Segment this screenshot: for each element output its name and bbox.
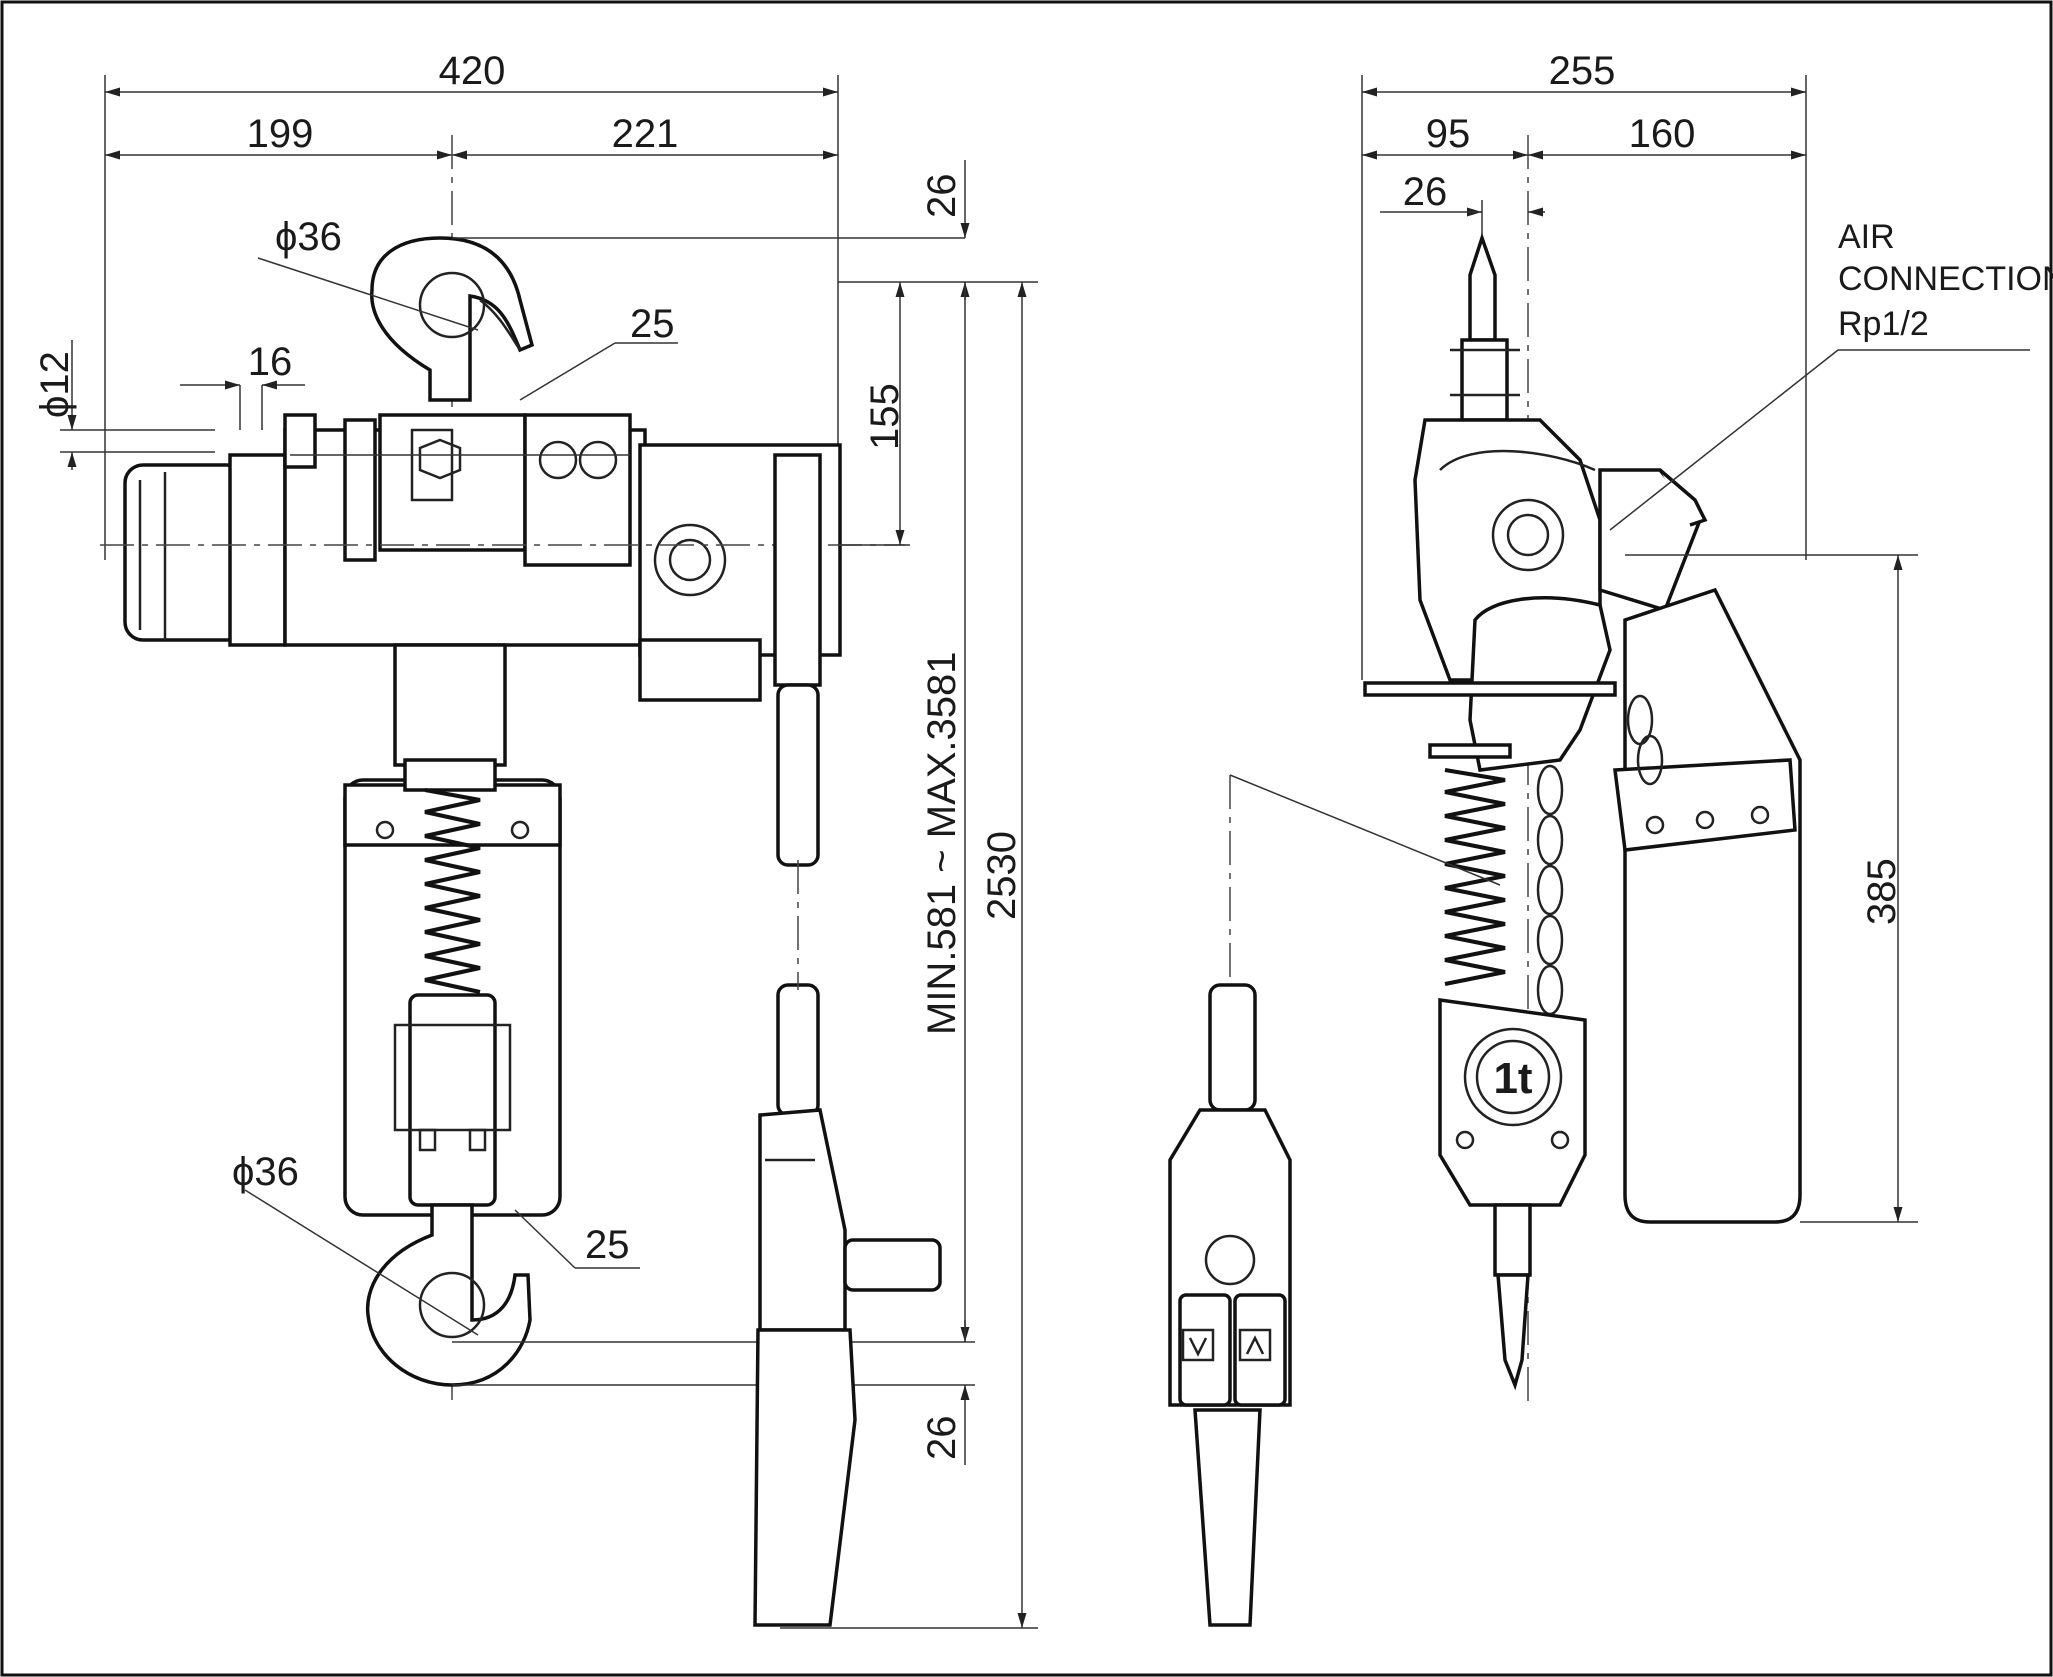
dim-side-left-width: 95 — [1426, 112, 1471, 156]
dim-chain-bucket-height: 385 — [1860, 858, 1904, 925]
spring — [424, 788, 481, 994]
motor-housing — [123, 413, 842, 702]
side-top-hook — [1450, 232, 1520, 422]
side-spring — [1444, 768, 1506, 986]
dim-bottom-drop: 26 — [920, 1416, 964, 1461]
side-bottom-block: 1t — [1438, 997, 1587, 1207]
dim-flange-width: 16 — [248, 340, 293, 384]
dim-top-hook-opening: 25 — [630, 302, 675, 346]
pendant-side — [1168, 983, 1292, 1627]
svg-text:Rp1/2: Rp1/2 — [1838, 305, 1929, 343]
capacity-badge: 1t — [1493, 1054, 1532, 1103]
dim-motor-height: 155 — [863, 383, 907, 450]
side-main-body — [1363, 418, 1617, 772]
dim-bottom-hook-opening: 25 — [585, 1223, 630, 1267]
air-connection-fitting — [1598, 468, 1708, 613]
chain-bucket — [1613, 587, 1802, 1224]
dim-overall-height: 2530 — [980, 831, 1024, 920]
dim-left-width: 199 — [247, 112, 314, 156]
side-chain — [1536, 694, 1664, 1016]
dim-side-right-width: 160 — [1629, 112, 1696, 156]
svg-text:CONNECTION: CONNECTION — [1838, 260, 2053, 298]
air-connection-label: AIR CONNECTION Rp1/2 — [1609, 218, 2053, 531]
bottom-block — [393, 993, 512, 1207]
bottom-hook — [244, 1189, 532, 1387]
dim-overall-width: 420 — [439, 49, 506, 93]
dim-bottom-hook-diameter: ϕ36 — [232, 1150, 299, 1194]
dim-right-width: 221 — [612, 112, 679, 156]
dim-hook-drop-top: 26 — [920, 174, 964, 219]
dim-lift-range: MIN.581 ~ MAX.3581 — [920, 651, 964, 1035]
side-bottom-hook — [1493, 1203, 1532, 1391]
dim-side-hook-offset: 26 — [1403, 170, 1448, 214]
pendant-front — [753, 453, 942, 1627]
dim-motor-dia: ϕ12 — [33, 351, 77, 418]
dim-side-overall-width: 255 — [1549, 49, 1616, 93]
svg-text:AIR: AIR — [1838, 218, 1895, 256]
front-view: 420 199 221 ϕ36 25 26 — [33, 49, 1038, 1629]
dim-top-hook-diameter: ϕ36 — [275, 215, 342, 259]
top-hook — [257, 236, 535, 402]
side-view: 255 95 160 26 — [1168, 49, 2053, 1627]
